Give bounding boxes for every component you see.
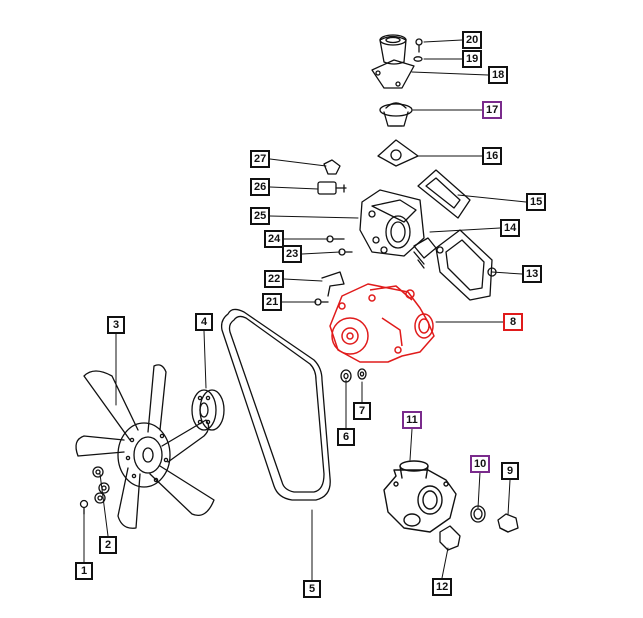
washer-7	[357, 368, 367, 380]
callout-15[interactable]: 15	[526, 193, 546, 211]
pump-housing-11	[383, 460, 457, 533]
drive-belt-5	[220, 308, 331, 501]
o-ring-19	[413, 56, 423, 62]
sensor-26	[317, 181, 347, 195]
gasket-15	[417, 169, 471, 219]
plug-27	[323, 159, 341, 175]
bracket-22	[321, 271, 345, 297]
callout-23[interactable]: 23	[282, 245, 302, 263]
callout-6[interactable]: 6	[337, 428, 355, 446]
callout-20[interactable]: 20	[462, 31, 482, 49]
water-pump-8	[329, 283, 435, 363]
callout-7[interactable]: 7	[353, 402, 371, 420]
drain-plug-9	[497, 513, 519, 533]
callout-26[interactable]: 26	[250, 178, 270, 196]
bolt-24	[326, 235, 345, 243]
callout-16[interactable]: 16	[482, 147, 502, 165]
cooling-fan-3	[75, 364, 215, 529]
callout-18[interactable]: 18	[488, 66, 508, 84]
callout-11[interactable]: 11	[402, 411, 422, 429]
o-ring-10	[470, 505, 486, 523]
leader-lines	[83, 39, 527, 581]
bolt-1	[79, 499, 89, 515]
callout-1[interactable]: 1	[75, 562, 93, 580]
callout-2[interactable]: 2	[99, 536, 117, 554]
callout-27[interactable]: 27	[250, 150, 270, 168]
callout-21[interactable]: 21	[262, 293, 282, 311]
bolt-21	[314, 298, 329, 306]
callout-13[interactable]: 13	[522, 265, 542, 283]
callout-25[interactable]: 25	[250, 207, 270, 225]
gasket-16	[377, 139, 419, 167]
callout-17[interactable]: 17	[482, 101, 502, 119]
sensor-14	[413, 237, 437, 269]
callout-9[interactable]: 9	[501, 462, 519, 480]
thermostat-17	[379, 102, 413, 127]
callout-12[interactable]: 12	[432, 578, 452, 596]
plug-12	[439, 525, 461, 551]
callout-24[interactable]: 24	[264, 230, 284, 248]
thermostat-housing-18	[371, 34, 415, 89]
nut-6	[340, 369, 352, 383]
fan-spacer-4	[191, 389, 225, 431]
callout-5[interactable]: 5	[303, 580, 321, 598]
callout-10[interactable]: 10	[470, 455, 490, 473]
bolt-23	[338, 248, 353, 256]
nuts-2	[92, 466, 110, 504]
screw-20	[415, 38, 423, 53]
callout-4[interactable]: 4	[195, 313, 213, 331]
gasket-13	[435, 229, 497, 301]
callout-3[interactable]: 3	[107, 316, 125, 334]
callout-22[interactable]: 22	[264, 270, 284, 288]
callout-8[interactable]: 8	[503, 313, 523, 331]
callout-14[interactable]: 14	[500, 219, 520, 237]
callout-19[interactable]: 19	[462, 50, 482, 68]
